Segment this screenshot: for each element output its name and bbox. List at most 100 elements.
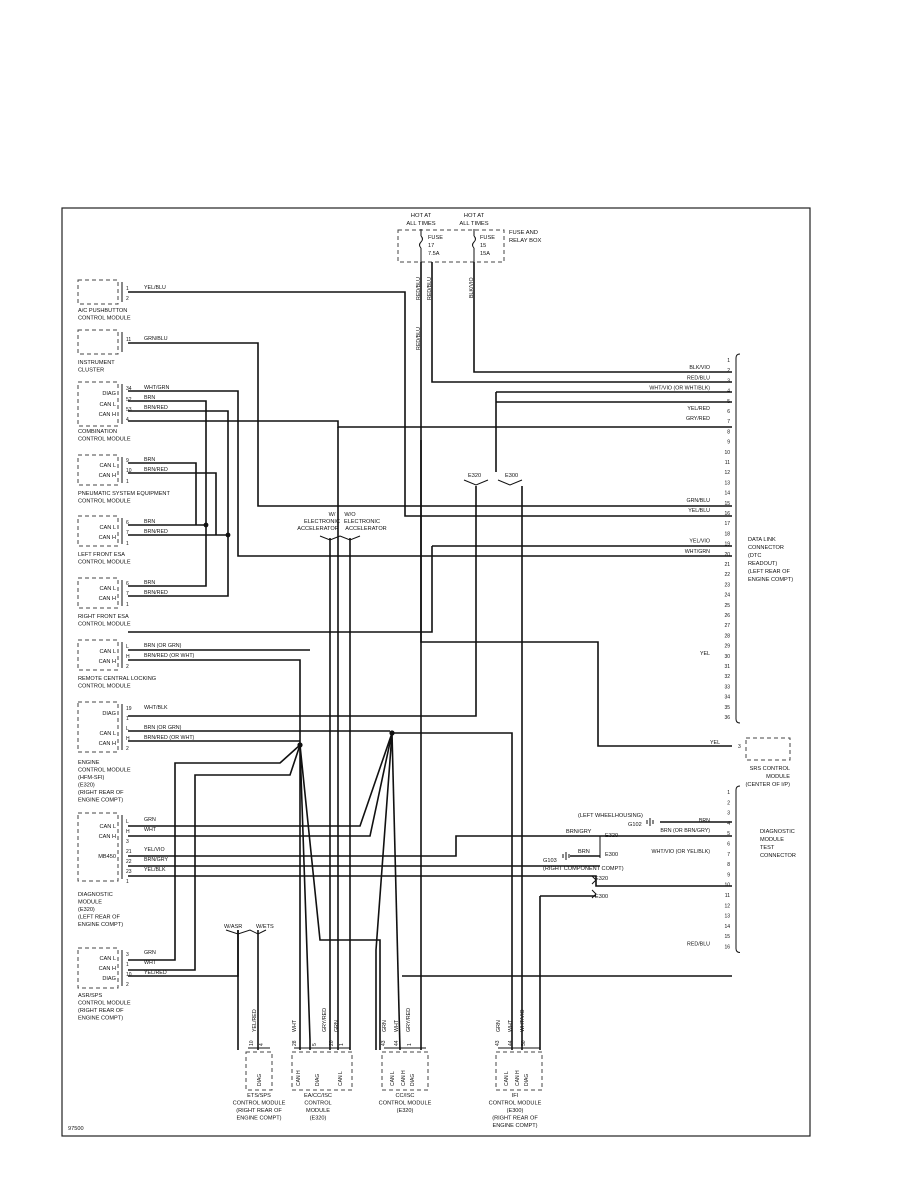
ifi-name-3: (RIGHT REAR OF [492,1116,538,1122]
cc-outline [381,1051,429,1091]
fuse-right-label-2: ALL TIMES [459,221,488,227]
rfesa-wire-0: BRN [144,580,155,586]
ecm-pin-3: H [126,736,130,742]
asr-split-right: W/ETS [256,924,274,930]
ets-name-3: ENGINE COMPT) [236,1116,281,1122]
lfesa-wire-1: BRN/RED [144,529,168,535]
diag-pin-6: 1 [126,879,129,885]
dtc-pin-6: 6 [727,842,730,848]
ecm-name-3: (E320) [78,783,95,789]
comb-pin-0: 34 [126,386,132,392]
ac-pin-0: 1 [126,286,129,292]
ea-wire-1: GRY/RED [322,1008,328,1032]
ets-slot-0: DIAG [257,1074,263,1086]
diag-name-0: DIAGNOSTIC [78,892,113,898]
fuse1-wire-c: RED/BLU [416,327,422,350]
dtc-pin-8: 8 [727,862,730,868]
dtc-pin-12: 12 [724,903,730,909]
rcl-outline [77,639,119,671]
asr-wire-1: WHT [144,960,157,966]
comb-pin-1: 52 [126,397,132,403]
dtc-wire-pin-4: BRN [699,818,710,824]
asr-name-0: ASR/SPS [78,993,103,999]
rcl-name-1: CONTROL MODULE [78,684,131,690]
rfesa-pin-0: 6 [126,581,129,587]
ecm-name-2: (HFM-SFI) [78,775,105,781]
ac-name-0: A/C PUSHBUTTON [78,308,127,314]
rcl-pin-0: L [126,644,129,650]
ifi-wire-2: WHT/VIO [520,1009,526,1032]
dlc-pin-32: 32 [724,674,730,680]
ea-pin-0: 28 [292,1040,298,1046]
ifi-name-2: (E300) [507,1108,524,1114]
ecm-outline [77,701,119,753]
dlc-pin-19: 19 [724,542,730,548]
ea-wire-2: GRN [334,1020,340,1032]
dtc-pin-5: 5 [727,831,730,837]
ifi-name-0: IFI [512,1093,519,1099]
cc-wire-0: GRN [382,1020,388,1032]
ecm-name-4: (RIGHT REAR OF [78,790,124,796]
fuse-relay-box: HOT AT ALL TIMES HOT AT ALL TIMES FUSE A… [397,213,541,350]
dlc-pin-14: 14 [724,491,730,497]
ifi-wire-0: GRN [496,1020,502,1032]
asr-name-1: CONTROL MODULE [78,1001,131,1007]
dlc-pin-22: 22 [724,572,730,578]
ea-slot-0: CAN H [296,1070,302,1086]
dtc-name-2: MODULE [760,837,784,843]
rcl-pin-1: H [126,654,130,660]
brn-gry-label: BRN/GRY [566,829,592,835]
diag-wire-0: GRN [144,817,156,823]
ecm-name-0: ENGINE [78,760,100,766]
rfesa-pin-1: 7 [126,591,129,597]
cc-wire-2: GRY/RED [406,1008,412,1032]
dlc-pin-35: 35 [724,705,730,711]
cc-pin-2: 1 [407,1043,413,1046]
dlc-wire-pin-15: GRN/BLU [686,498,710,504]
pneu-wire-0: BRN [144,457,155,463]
dtc-wire-pin-7: WHT/VIO (OR YEL/BLK) [652,849,711,855]
accel-left-3: ACCELERATOR [297,526,338,532]
fuse1-wire-a: RED/BLU [416,277,422,300]
asr-pin-1: 1 [126,962,129,968]
ic-pin-0: 11 [126,337,131,343]
diag-pin-5: 23 [126,869,132,875]
dlc-pin-27: 27 [724,623,730,629]
rfesa-pin-2: 1 [126,602,129,608]
diagram-frame [61,207,811,1137]
ic-wire-0: GRN/BLU [144,336,168,342]
ets-pin-1: 4 [259,1043,265,1046]
junction-dots [203,522,395,748]
wires [128,262,732,1051]
asr-row-2: DIAG [102,976,116,982]
lfesa-name-0: LEFT FRONT ESA [78,552,125,558]
ifi-pin-1: 44 [508,1040,514,1046]
ac-pin-1: 2 [126,296,129,302]
dlc-pin-4: 4 [727,389,730,395]
diag-wire-2: YEL/VIO [144,847,165,853]
lfesa-pin-1: 7 [126,530,129,536]
pneu-pin-0: 9 [126,458,129,464]
diag-name-3: (LEFT REAR OF [78,915,120,921]
splice-e300: E300 [505,473,518,479]
asr-split-left: W/ASR [224,924,242,930]
g103-location: (RIGHT COMPONENT COMPT) [543,866,624,872]
comb-row-2: CAN H [99,412,116,418]
dtc-pin-14: 14 [724,924,730,930]
g103-label: G103 [543,858,557,864]
cc-slot-0: CAN L [390,1071,396,1086]
pneu-wire-1: BRN/RED [144,467,168,473]
dlc-pin-1: 1 [727,358,730,364]
dtc-pin-3: 3 [727,811,730,817]
ecm-pin-0: 19 [126,706,132,712]
dtc-pin-11: 11 [725,893,730,899]
dlc-pin-8: 8 [727,429,730,435]
ifi-slot-1: CAN H [515,1070,521,1086]
accel-right-1: W/O [344,512,356,518]
